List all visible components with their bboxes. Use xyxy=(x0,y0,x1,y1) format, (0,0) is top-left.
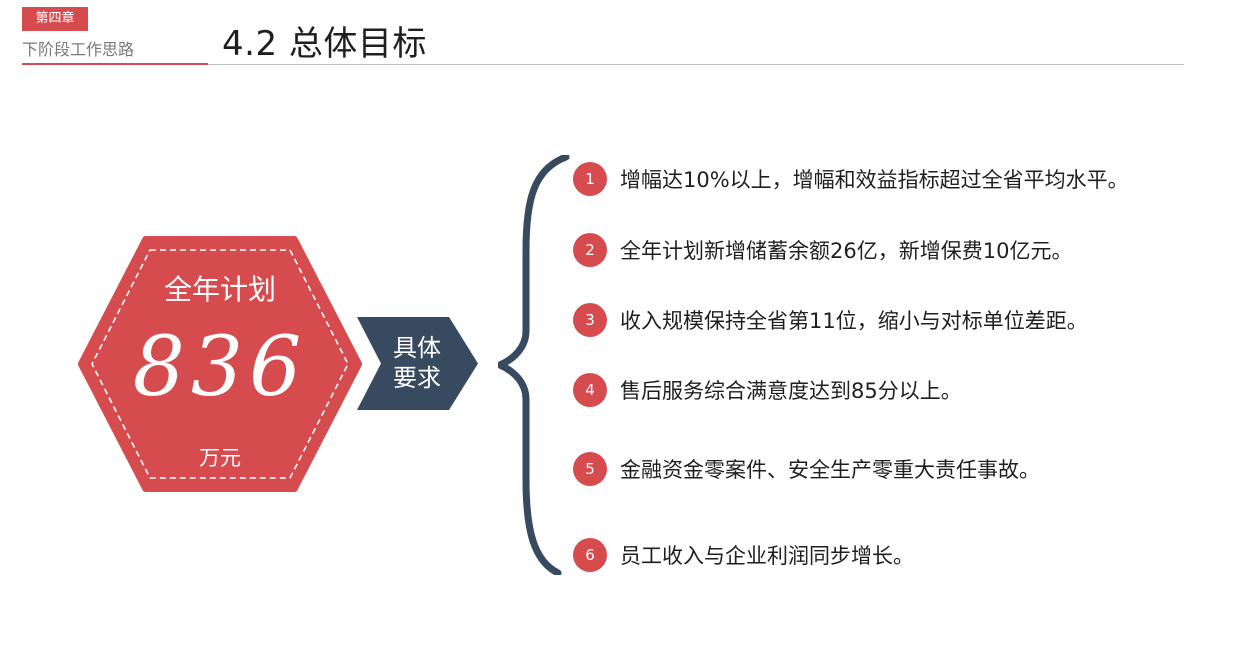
goal-text: 全年计划新增储蓄余额26亿，新增保费10亿元。 xyxy=(620,239,1073,263)
plan-hexagon xyxy=(78,236,362,492)
chapter-badge: 第四章 xyxy=(22,7,88,31)
chapter-underline xyxy=(22,63,208,65)
goal-number-badge: 4 xyxy=(573,373,607,407)
plan-label: 全年计划 xyxy=(163,273,276,306)
goal-item-5: 5 金融资金零案件、安全生产零重大责任事故。 xyxy=(573,452,1040,486)
goal-number-badge: 5 xyxy=(573,452,607,486)
page-title: 4.2 总体目标 xyxy=(222,24,427,64)
arrow-line-1: 具体 xyxy=(393,334,441,362)
goal-text: 增幅达10%以上，增幅和效益指标超过全省平均水平。 xyxy=(620,168,1129,192)
hexagon-fill xyxy=(78,236,362,492)
arrow-line-2: 要求 xyxy=(393,364,441,392)
goal-item-4: 4 售后服务综合满意度达到85分以上。 xyxy=(573,373,962,407)
goal-number-badge: 1 xyxy=(573,162,607,196)
plan-value: 836 xyxy=(132,320,308,415)
goal-item-2: 2 全年计划新增储蓄余额26亿，新增保费10亿元。 xyxy=(573,233,1072,267)
goal-text: 员工收入与企业利润同步增长。 xyxy=(620,544,914,568)
goal-item-3: 3 收入规模保持全省第11位，缩小与对标单位差距。 xyxy=(573,303,1088,337)
curly-brace xyxy=(498,155,570,575)
goal-number-badge: 6 xyxy=(573,538,607,572)
chapter-subtitle: 下阶段工作思路 xyxy=(22,40,135,59)
title-divider xyxy=(208,64,1184,65)
goal-item-1: 1 增幅达10%以上，增幅和效益指标超过全省平均水平。 xyxy=(573,162,1129,196)
requirements-arrow-label: 具体 要求 xyxy=(382,333,452,393)
goal-item-6: 6 员工收入与企业利润同步增长。 xyxy=(573,538,914,572)
goal-text: 金融资金零案件、安全生产零重大责任事故。 xyxy=(620,458,1040,482)
plan-unit: 万元 xyxy=(199,446,241,470)
goal-number-badge: 2 xyxy=(573,233,607,267)
goal-text: 收入规模保持全省第11位，缩小与对标单位差距。 xyxy=(620,309,1088,333)
requirements-arrow xyxy=(357,317,478,410)
goal-number-badge: 3 xyxy=(573,303,607,337)
goal-text: 售后服务综合满意度达到85分以上。 xyxy=(620,379,962,403)
hexagon-dashed-border xyxy=(91,249,349,479)
